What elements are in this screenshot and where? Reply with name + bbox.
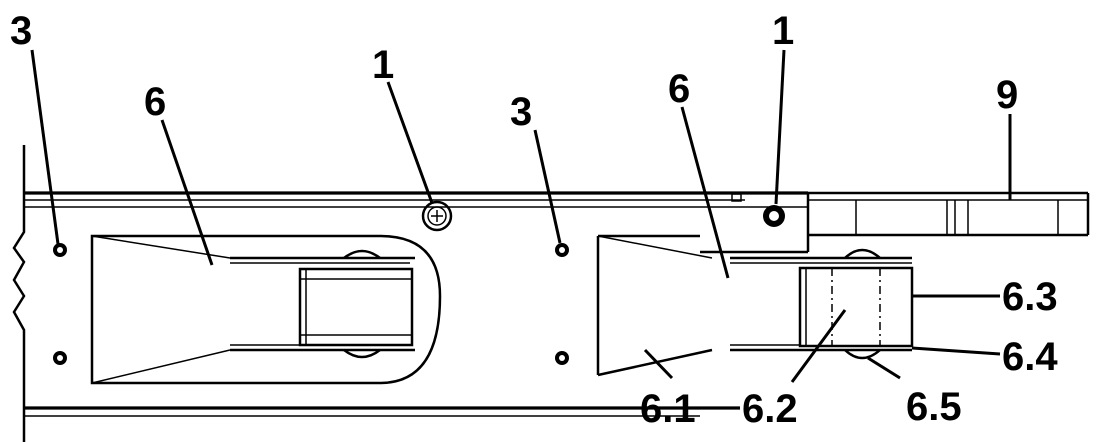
callout-6-1: 6.1 — [640, 387, 696, 431]
part-9-block — [808, 191, 1090, 237]
callout-6-5: 6.5 — [906, 385, 962, 429]
right-slot — [596, 234, 914, 377]
left-slot — [90, 234, 442, 385]
screw-1-left — [421, 200, 453, 232]
callout-9: 9 — [996, 73, 1018, 117]
callout-3-left: 3 — [10, 9, 32, 53]
callout-6-2: 6.2 — [742, 387, 798, 431]
rivet-3-mid-bottom — [555, 351, 569, 365]
leader-lines — [30, 49, 1012, 383]
callout-labels: 3 6 1 3 6 1 9 6.3 6.4 6.5 6.1 6.2 — [10, 9, 1058, 431]
screw-1-right — [763, 205, 785, 227]
rivet-3-mid-top — [555, 243, 569, 257]
rivet-3-left-bottom — [53, 351, 67, 365]
rail-body — [24, 191, 810, 417]
callout-3-mid: 3 — [510, 90, 532, 134]
callout-6-4: 6.4 — [1002, 335, 1058, 379]
callout-1-left: 1 — [372, 43, 394, 87]
callout-6-left: 6 — [144, 80, 166, 124]
callout-6-right: 6 — [668, 67, 690, 111]
rivet-3-left-top — [53, 243, 67, 257]
break-line-left — [12, 145, 26, 442]
callout-1-right: 1 — [772, 9, 794, 53]
callout-6-3: 6.3 — [1002, 275, 1058, 319]
